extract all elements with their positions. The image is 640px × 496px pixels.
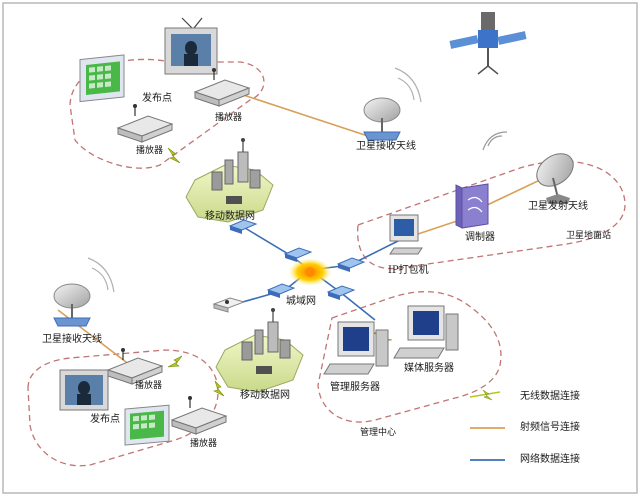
- label-sat-rx-bottom: 卫星接收天线: [42, 334, 102, 345]
- legend-network-label: 网络数据连接: [520, 454, 580, 465]
- metro-core-icon: [288, 258, 332, 286]
- label-mgmt-center: 管理中心: [360, 428, 397, 438]
- switch-icon: [336, 257, 366, 272]
- lightning-icon: [167, 147, 181, 164]
- satellite-dish-icon: [53, 257, 115, 327]
- label-modulator: 调制器: [465, 232, 495, 243]
- net-link-1: [239, 224, 291, 256]
- label-ground-station: 卫星地面站: [566, 231, 612, 241]
- label-metro-net: 城域网: [286, 296, 316, 307]
- label-ip-packer: IP打包机: [388, 265, 429, 276]
- player-icon: [193, 68, 251, 107]
- label-mgmt-server: 管理服务器: [330, 382, 380, 393]
- rf-link-ground-2: [482, 179, 541, 208]
- legend-wireless-swatch: [469, 389, 501, 401]
- label-release-point-top: 发布点: [142, 93, 172, 104]
- label-sat-rx-top: 卫星接收天线: [356, 141, 416, 152]
- mgmt-center-boundary: [317, 291, 502, 423]
- server-icon: [393, 305, 459, 359]
- switch-icon: [212, 297, 246, 313]
- label-sat-tx: 卫星发射天线: [528, 201, 588, 212]
- switch-icon: [266, 283, 296, 298]
- legend-rf-label: 射频信号连接: [520, 422, 580, 433]
- satellite-icon: [449, 12, 527, 75]
- player-icon: [116, 104, 174, 143]
- label-player-bottom-b: 播放器: [190, 439, 218, 449]
- building-cluster-icon: [215, 308, 304, 393]
- modulator-icon: [455, 183, 489, 229]
- label-mobile-net-bottom: 移动数据网: [240, 390, 290, 401]
- release-point-bottom-boundary: [27, 349, 219, 467]
- tv-icon: [164, 17, 218, 75]
- satellite-dish-icon: [482, 131, 574, 204]
- ground-station-boundary: [356, 160, 626, 270]
- label-player-bottom-a: 播放器: [135, 381, 163, 391]
- label-player-top-a: 播放器: [215, 113, 243, 123]
- label-media-server: 媒体服务器: [404, 363, 454, 374]
- tv-icon: [59, 369, 109, 411]
- legend: [469, 389, 505, 461]
- label-mobile-net-top: 移动数据网: [205, 211, 255, 222]
- switch-icon: [326, 285, 356, 300]
- player-icon: [170, 396, 228, 435]
- satellite-dish-icon: [363, 67, 422, 141]
- computer-icon: [389, 214, 423, 255]
- legend-wireless-label: 无线数据连接: [520, 391, 580, 402]
- net-link-8: [339, 291, 376, 321]
- label-release-point-bottom: 发布点: [90, 414, 120, 425]
- screen-icon: [79, 54, 125, 103]
- building-cluster-icon: [185, 138, 274, 223]
- player-icon: [106, 348, 164, 385]
- switch-icon: [283, 247, 313, 262]
- screen-icon: [124, 404, 170, 446]
- lightning-icon: [213, 380, 225, 397]
- computer-icon: [323, 321, 389, 375]
- lightning-icon: [167, 355, 183, 368]
- label-player-top-b: 播放器: [136, 146, 164, 156]
- group-boundaries: [27, 58, 626, 467]
- switch-icon: [228, 219, 258, 234]
